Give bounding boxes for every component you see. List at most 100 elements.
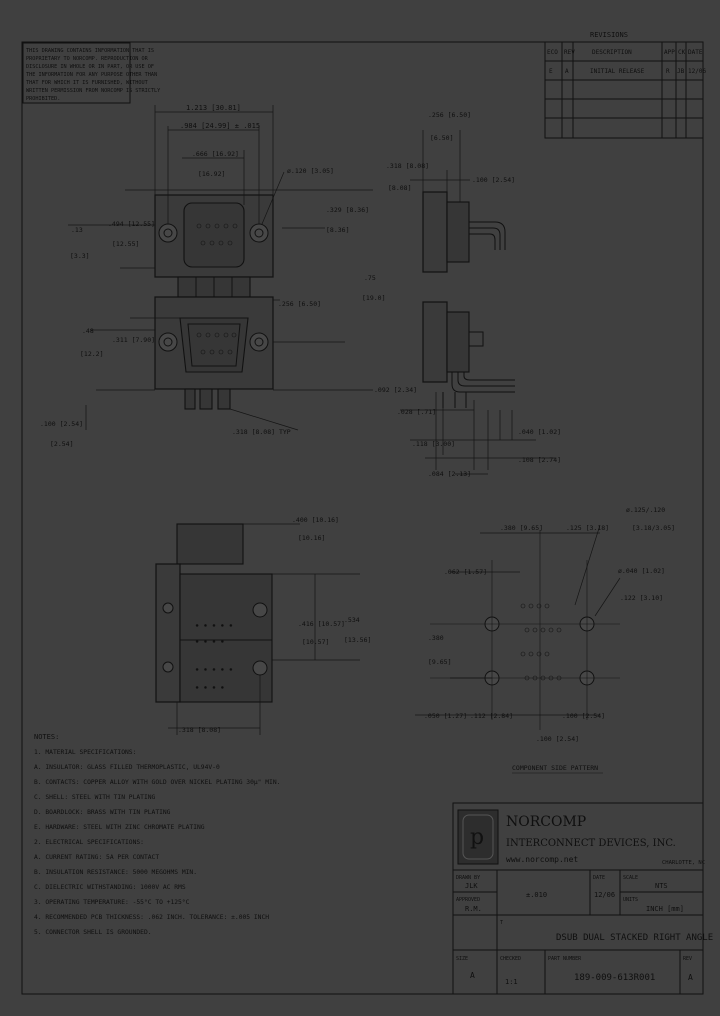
note-line: 5. CONNECTOR SHELL IS GROUNDED. — [34, 929, 152, 936]
dim-front-shell-ref: [16.92] — [198, 170, 225, 178]
approved-value: R.M. — [465, 905, 482, 913]
title-block: p NORCOMP INTERCONNECT DEVICES, INC. www… — [452, 802, 713, 995]
company-name: NORCOMP — [506, 814, 586, 830]
date-label: DATE — [593, 875, 605, 881]
note-line: B. INSULATION RESISTANCE: 5000 MEGOHMS M… — [34, 869, 197, 876]
dim-front-bottom-right: .318 [8.08] TYP — [232, 428, 291, 436]
upper-mount-hole-right — [249, 223, 269, 243]
dim-front-shell: .666 [16.92] — [192, 150, 239, 158]
dim-bottom-mid: .416 [10.57] — [298, 620, 345, 628]
scale-value: NTS — [655, 882, 668, 890]
notice-line: THE INFORMATION FOR ANY PURPOSE OTHER TH… — [26, 72, 157, 78]
dim-pcb-g: .112 [2.84] — [470, 712, 513, 720]
dim-pcb-hole2: ø.040 [1.02] — [618, 567, 665, 575]
dim-bottom-left: .318 [8.08] — [178, 726, 221, 734]
dim-bottom-right-ref: [13.56] — [344, 636, 371, 644]
rev-cell: E — [549, 68, 553, 75]
dim-front-right-a-ref: [8.36] — [326, 226, 349, 234]
dim-front-h-full: .75 — [364, 274, 376, 282]
dim-front-h-full-ref: [19.0] — [362, 294, 385, 302]
note-line: C. SHELL: STEEL WITH TIN PLATING — [34, 794, 156, 801]
side-view: .256 [6.50] [6.50] .318 [8.08] [8.08] .1… — [374, 111, 561, 478]
note-line: 1. MATERIAL SPECIFICATIONS: — [34, 749, 136, 756]
part-label: PART NUMBER — [548, 956, 582, 962]
dim-side-top-a-ref: [6.50] — [430, 134, 453, 142]
svg-text:• • • •: • • • • — [195, 638, 225, 646]
dim-front-h-mid-ref: [12.2] — [80, 350, 103, 358]
note-line: A. INSULATOR: GLASS FILLED THERMOPLASTIC… — [34, 764, 220, 771]
dim-front-shell-b: .256 [6.50] — [278, 300, 321, 308]
pcb-caption: COMPONENT SIDE PATTERN — [512, 764, 598, 772]
rev-cell: A — [565, 68, 569, 75]
sheet-border — [21, 41, 704, 995]
bottom-shell-outline — [176, 523, 244, 565]
dim-side-mid: .100 [2.54] — [472, 176, 515, 184]
check-label: CHECKED — [500, 956, 521, 962]
rev-cell: JB — [677, 68, 685, 75]
dim-front-h-small-ref: [3.3] — [70, 252, 90, 260]
note-line: C. DIELECTRIC WITHSTANDING: 1000V AC RMS — [34, 884, 186, 891]
dim-front-left-b: .311 [7.90] — [112, 336, 155, 344]
company-subtitle: INTERCONNECT DEVICES, INC. — [506, 838, 676, 849]
rev-label: REV — [683, 956, 692, 962]
proprietary-notice: THIS DRAWING CONTAINS INFORMATION THAT I… — [22, 42, 161, 104]
dim-pcb-top-right: ø.125/.120 — [626, 506, 665, 514]
bottom-flange — [155, 563, 181, 703]
rev-cell: 12/06 — [688, 68, 706, 75]
dim-side-low-b: .028 [.71] — [397, 408, 436, 416]
dim-front-h-mid: .48 — [82, 327, 94, 335]
approved-label: APPROVED — [456, 897, 480, 903]
dim-side-bottom: .084 [2.13] — [428, 470, 471, 478]
lower-side-body — [422, 301, 448, 383]
dim-pcb-f: .050 [1.27] — [424, 712, 467, 720]
rev-cell: R — [666, 68, 670, 75]
units-label: UNITS — [623, 897, 638, 903]
front-view: 1.213 [30.81] .984 [24.99] ± .015 .666 [… — [40, 104, 385, 448]
dim-pcb-a: .380 [9.65] — [500, 524, 543, 532]
dim-pcb-e-ref: [9.65] — [428, 658, 451, 666]
rev-header-description: DESCRIPTION — [592, 49, 632, 56]
company-website[interactable]: www.norcomp.net — [506, 855, 578, 864]
dim-pcb-c: .062 [1.57] — [444, 568, 487, 576]
tolerance-value: ±.010 — [526, 891, 547, 899]
note-line: E. HARDWARE: STEEL WITH ZINC CHROMATE PL… — [34, 824, 205, 831]
size-label: SIZE — [456, 956, 468, 962]
dim-bottom-top: .400 [10.16] — [292, 516, 339, 524]
dim-side-low-c: .040 [1.02] — [518, 428, 561, 436]
dim-front-left-a-ref: [12.55] — [112, 240, 139, 248]
drawn-label: DRAWN BY — [456, 875, 480, 881]
notice-line: PROPRIETARY TO NORCOMP. REPRODUCTION OR — [26, 56, 149, 62]
dim-bottom-top-ref: [10.16] — [298, 534, 325, 542]
dim-front-h-small: .13 — [71, 226, 83, 234]
notice-line: THIS DRAWING CONTAINS INFORMATION THAT I… — [26, 48, 154, 54]
description-value: DSUB DUAL STACKED RIGHT ANGLE — [556, 933, 713, 943]
dim-pcb-h: .100 [2.54] — [562, 712, 605, 720]
dim-front-right-a: .329 [8.36] — [326, 206, 369, 214]
pcb-pattern: ø.125/.120 [3.18/3.05] .380 [9.65] .125 … — [415, 506, 675, 774]
company-logo — [457, 809, 499, 865]
dim-front-bottom-left: .100 [2.54] — [40, 420, 83, 428]
svg-text:• • • •: • • • • — [195, 684, 225, 692]
notice-line: THAT FOR WHICH IT IS FURNISHED, WITHOUT — [26, 80, 148, 86]
notice-line: WRITTEN PERMISSION FROM NORCOMP IS STRIC… — [26, 88, 161, 94]
rev-cell: INITIAL RELEASE — [590, 68, 645, 75]
dim-side-top-b: .318 [8.08] — [386, 162, 429, 170]
description-label: T — [500, 920, 503, 926]
scale-label: SCALE — [623, 875, 638, 881]
dim-front-left-a: .494 [12.55] — [108, 220, 155, 228]
rev-header-date: DATE — [688, 49, 703, 56]
date-value: 12/06 — [594, 891, 615, 899]
dim-pcb-b: .125 [3.18] — [566, 524, 609, 532]
dim-side-low-a: .092 [2.34] — [374, 386, 417, 394]
dim-side-low-e: .108 [2.74] — [518, 456, 561, 464]
revisions-block: REVISIONS ECO REV DESCRIPTION APP CK DAT… — [544, 31, 706, 139]
lower-mount-hole-right — [249, 332, 269, 352]
note-line: 4. RECOMMENDED PCB THICKNESS: .062 INCH.… — [34, 914, 269, 921]
notes-block: NOTES: 1. MATERIAL SPECIFICATIONS: A. IN… — [34, 733, 280, 936]
note-line: A. CURRENT RATING: 5A PER CONTACT — [34, 854, 159, 861]
upper-side-body — [422, 191, 448, 273]
rev-header-ck: CK — [678, 49, 686, 56]
rev-header-app: APP — [664, 49, 675, 56]
revisions-title: REVISIONS — [590, 31, 628, 39]
